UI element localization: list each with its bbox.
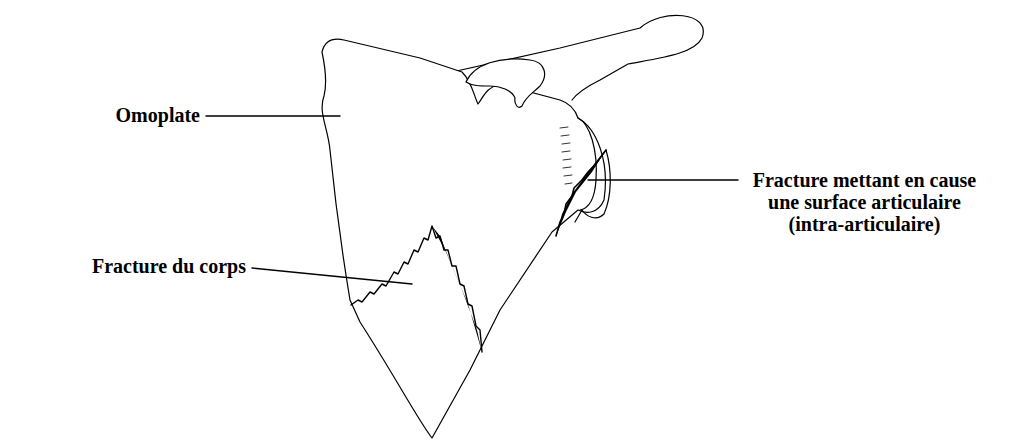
glenoid-outline bbox=[578, 118, 596, 210]
leader-line bbox=[252, 268, 412, 284]
acromion-outline bbox=[452, 15, 703, 100]
body-fracture-shade bbox=[432, 226, 482, 352]
callout-label: Fracture mettant en cause une surface ar… bbox=[742, 169, 987, 235]
articular-fracture-shade bbox=[556, 150, 606, 236]
glenoid-hatching bbox=[560, 127, 572, 184]
coracoid-outline bbox=[466, 59, 545, 107]
leader-line bbox=[206, 115, 340, 116]
scapula-body-outline bbox=[322, 39, 605, 438]
leader-line bbox=[588, 179, 738, 180]
fracture-fragment bbox=[575, 150, 610, 222]
body-fracture bbox=[351, 226, 482, 352]
callout-label: Fracture du corps bbox=[50, 255, 246, 277]
articular-fracture bbox=[556, 150, 606, 236]
part-label: Omoplate bbox=[96, 104, 200, 126]
